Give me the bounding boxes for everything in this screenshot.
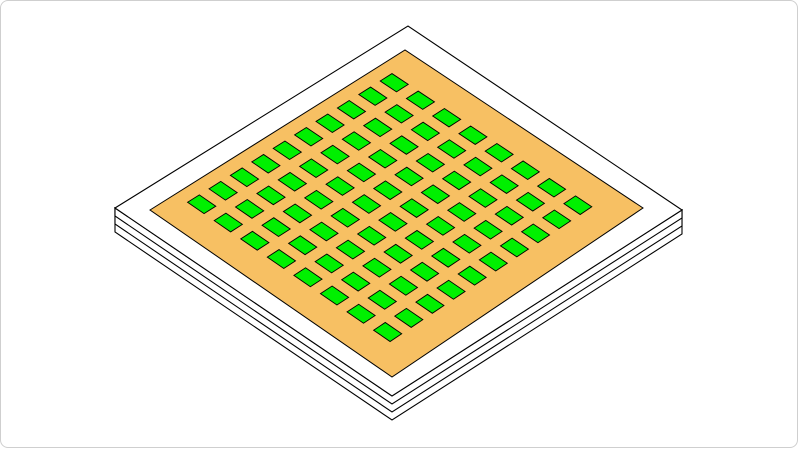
contact-pad — [293, 126, 324, 147]
contact-pad — [351, 194, 382, 214]
contact-pad — [229, 167, 260, 188]
contact-pad — [541, 209, 572, 230]
contact-pad — [383, 243, 413, 264]
contact-pad — [372, 321, 403, 343]
contact-pad — [330, 207, 361, 228]
contact-pad — [186, 194, 217, 215]
contact-pad — [208, 180, 239, 201]
contact-pad — [409, 261, 440, 282]
contact-pad — [436, 279, 466, 300]
contact-pad — [362, 117, 393, 138]
contact-pad — [452, 233, 482, 254]
contact-pad — [378, 212, 408, 232]
contact-pad — [473, 219, 503, 240]
contact-pad — [415, 293, 445, 314]
contact-pad — [362, 257, 392, 278]
contact-pad — [425, 216, 456, 236]
contact-pad — [293, 267, 323, 288]
contact-pad — [336, 100, 367, 120]
contact-pad — [410, 121, 441, 142]
contact-pad — [298, 158, 329, 178]
contact-pad — [250, 153, 281, 174]
contact-pad — [315, 113, 345, 133]
contact-pad — [325, 176, 355, 196]
contact-pad — [436, 139, 467, 159]
contact-pad — [458, 125, 488, 145]
contact-pad — [287, 235, 318, 256]
contact-pad — [520, 223, 551, 244]
contact-pad — [536, 177, 567, 198]
contact-pad — [489, 174, 519, 194]
substrate-area — [149, 49, 644, 378]
contact-pad — [468, 188, 498, 208]
contact-pad — [372, 180, 403, 201]
contact-pad — [367, 148, 398, 169]
contact-pad — [484, 142, 514, 163]
contact-pad — [303, 189, 334, 210]
contact-pad — [515, 191, 546, 212]
contact-pad — [563, 195, 593, 216]
contact-pad — [404, 229, 435, 250]
contact-pad — [356, 225, 387, 246]
contact-pad — [346, 303, 376, 324]
contact-pad — [499, 237, 530, 258]
contact-pad — [256, 185, 286, 206]
contact-pad — [494, 205, 525, 226]
contact-pad — [388, 275, 419, 296]
contact-pad — [319, 285, 350, 306]
contact-pad — [335, 239, 366, 260]
contact-pad — [457, 265, 487, 286]
contact-pad — [446, 202, 477, 222]
contact-pad — [415, 152, 446, 173]
contact-pad — [272, 140, 303, 161]
contact-pad — [346, 162, 377, 183]
contact-pad — [309, 221, 339, 242]
contact-pad — [431, 108, 462, 128]
contact-pad — [379, 73, 410, 93]
contact-pad — [320, 144, 350, 165]
contact-pad — [314, 253, 345, 274]
contact-pad — [478, 251, 509, 272]
contact-pad — [266, 249, 297, 269]
contact-pad — [510, 160, 541, 181]
contact-pad — [384, 104, 414, 124]
contact-pad — [213, 212, 244, 233]
contact-pad — [277, 171, 308, 192]
contact-pad — [234, 199, 265, 219]
contact-pad — [239, 230, 270, 251]
contact-pad — [282, 203, 313, 224]
contact-pad — [393, 307, 424, 328]
contact-pad — [357, 86, 388, 106]
contact-pad — [367, 289, 398, 310]
contact-pad — [399, 198, 430, 218]
contact-pad — [389, 135, 419, 155]
contact-pad — [420, 184, 451, 205]
contact-pad — [261, 217, 292, 238]
contact-pad — [463, 156, 493, 177]
contact-pad — [340, 271, 371, 292]
contact-pad — [430, 247, 461, 268]
contact-pad — [394, 166, 424, 187]
contact-pad — [341, 131, 372, 151]
contact-pad — [405, 90, 436, 110]
contact-pad — [441, 170, 472, 191]
